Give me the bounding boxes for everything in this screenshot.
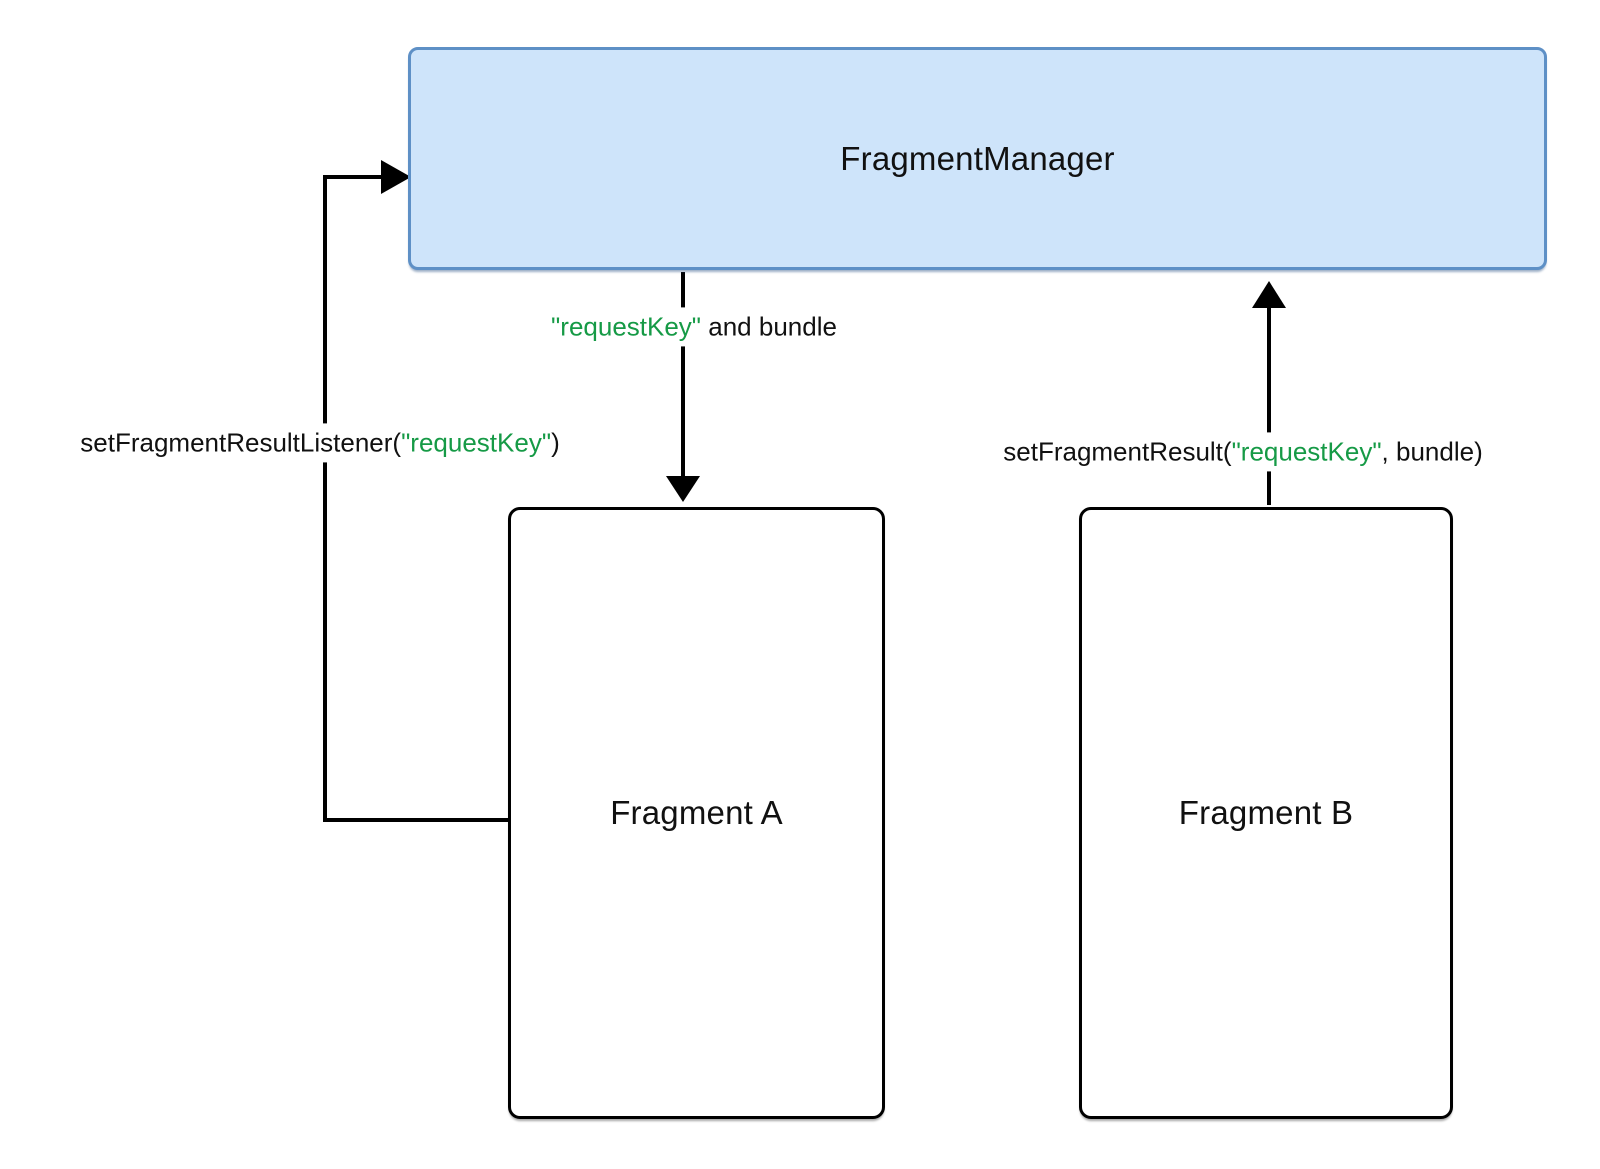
arrow-fragment-manager-to-fragment-a bbox=[666, 272, 700, 502]
edge-label-set-fragment-result: setFragmentResult("requestKey", bundle) bbox=[995, 432, 1491, 472]
edge-label-set-fragment-result-listener: setFragmentResultListener("requestKey") bbox=[72, 423, 568, 463]
set-result-key: "requestKey" bbox=[1231, 436, 1382, 467]
set-listener-suffix: ) bbox=[551, 427, 560, 458]
fragment-b-label: Fragment B bbox=[1178, 794, 1354, 831]
arrow-fragment-a-to-fragment-manager bbox=[323, 160, 508, 822]
node-fragment-manager: FragmentManager bbox=[408, 47, 1547, 270]
fragment-manager-label: FragmentManager bbox=[840, 139, 1115, 177]
set-listener-prefix: setFragmentResultListener( bbox=[80, 427, 402, 458]
fragment-a-label: Fragment A bbox=[610, 794, 783, 831]
and-bundle-text: and bundle bbox=[701, 311, 837, 342]
set-listener-key: "requestKey" bbox=[401, 427, 552, 458]
set-result-prefix: setFragmentResult( bbox=[1003, 436, 1232, 467]
node-fragment-b: Fragment B bbox=[1079, 507, 1453, 1119]
node-fragment-a: Fragment A bbox=[508, 507, 885, 1119]
edge-label-request-key-and-bundle: "requestKey" and bundle bbox=[543, 307, 845, 347]
arrow-fragment-b-to-fragment-manager bbox=[1252, 281, 1286, 505]
set-result-suffix: , bundle) bbox=[1381, 436, 1483, 467]
request-key-text: "requestKey" bbox=[551, 311, 702, 342]
